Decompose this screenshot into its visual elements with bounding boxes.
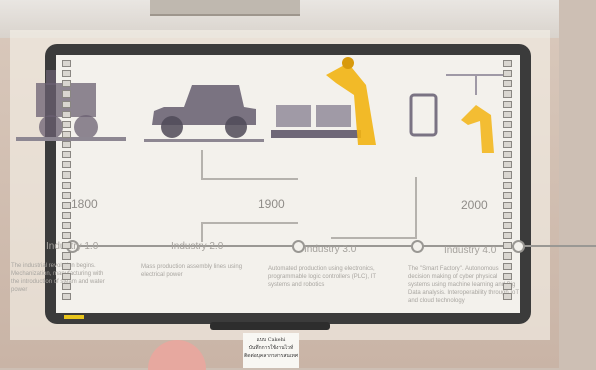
yellow-sticker xyxy=(64,315,84,319)
tool-button[interactable] xyxy=(62,211,71,219)
tool-button[interactable] xyxy=(62,252,71,260)
tool-button[interactable] xyxy=(62,222,71,230)
tool-button[interactable] xyxy=(62,232,71,240)
year-label: 1800 xyxy=(71,197,98,211)
assembly-robot-illustration xyxy=(271,57,376,145)
stage-description: Mass production assembly lines using ele… xyxy=(141,264,243,278)
stage-description: The industrial revolution begins. Mechan… xyxy=(11,263,105,293)
tool-button[interactable] xyxy=(62,141,71,149)
tool-button[interactable] xyxy=(503,242,512,250)
tool-button[interactable] xyxy=(62,282,71,290)
pen-tray[interactable] xyxy=(210,322,330,330)
interactive-whiteboard[interactable]: 1800 1900 2000 Industry 1.0 Industry 2.0… xyxy=(11,55,596,313)
tool-button[interactable] xyxy=(503,90,512,98)
tool-button[interactable] xyxy=(503,120,512,128)
tool-button[interactable] xyxy=(503,181,512,189)
tool-button[interactable] xyxy=(503,80,512,88)
note-line: ติดต่อบุคลากรสารสนเทศ xyxy=(243,353,299,359)
tool-button[interactable] xyxy=(62,242,71,250)
timeline-axis xyxy=(66,245,596,247)
tool-button[interactable] xyxy=(503,232,512,240)
year-label: 1900 xyxy=(258,197,285,211)
tool-button[interactable] xyxy=(62,110,71,118)
timeline-branch xyxy=(331,177,417,239)
timeline-branch xyxy=(201,150,298,180)
tool-button[interactable] xyxy=(503,161,512,169)
tool-button[interactable] xyxy=(503,130,512,138)
tool-button[interactable] xyxy=(503,282,512,290)
tool-button[interactable] xyxy=(62,171,71,179)
stage-title: Industry 4.0 xyxy=(444,245,497,256)
tool-button[interactable] xyxy=(503,151,512,159)
year-label: 2000 xyxy=(461,198,488,212)
stage-description: The "Smart Factory". Autonomous decision… xyxy=(408,266,519,304)
vintage-car-illustration xyxy=(144,85,264,142)
tool-button[interactable] xyxy=(62,292,71,300)
left-tool-strip xyxy=(62,60,71,300)
tool-button[interactable] xyxy=(503,70,512,78)
tool-button[interactable] xyxy=(503,292,512,300)
tool-button[interactable] xyxy=(62,201,71,209)
tool-button[interactable] xyxy=(503,222,512,230)
note-line: แบบ Cakehi xyxy=(256,337,286,343)
tool-button[interactable] xyxy=(62,151,71,159)
tool-button[interactable] xyxy=(62,60,71,68)
tool-button[interactable] xyxy=(62,70,71,78)
tool-button[interactable] xyxy=(62,80,71,88)
tool-button[interactable] xyxy=(62,130,71,138)
tool-button[interactable] xyxy=(62,262,71,270)
tool-button[interactable] xyxy=(503,211,512,219)
tool-button[interactable] xyxy=(503,252,512,260)
timeline-node xyxy=(292,240,305,253)
stage-title: Industry 1.0 xyxy=(46,241,99,252)
tool-button[interactable] xyxy=(62,100,71,108)
timeline-branch xyxy=(201,222,298,242)
tool-button[interactable] xyxy=(503,171,512,179)
timeline-node xyxy=(411,240,424,253)
smart-factory-illustration xyxy=(409,74,506,153)
tool-button[interactable] xyxy=(503,201,512,209)
tool-button[interactable] xyxy=(62,120,71,128)
posted-note: แบบ Cakehi บันทึกการใช้งานไวท์ ติดต่อบุค… xyxy=(243,333,299,368)
stage-title: Industry 3.0 xyxy=(304,244,357,255)
tool-button[interactable] xyxy=(503,110,512,118)
stage-description: Automated production using electronics, … xyxy=(268,266,376,288)
tool-button[interactable] xyxy=(62,161,71,169)
tool-button[interactable] xyxy=(62,90,71,98)
tool-button[interactable] xyxy=(62,181,71,189)
tool-button[interactable] xyxy=(503,272,512,280)
tool-button[interactable] xyxy=(503,141,512,149)
tool-button[interactable] xyxy=(62,272,71,280)
tool-button[interactable] xyxy=(62,191,71,199)
ceiling-vent xyxy=(150,0,300,16)
tool-button[interactable] xyxy=(503,262,512,270)
steam-locomotive-illustration xyxy=(16,70,126,141)
timeline-node xyxy=(512,240,525,253)
stage-title: Industry 2.0 xyxy=(171,241,224,252)
tool-button[interactable] xyxy=(503,191,512,199)
tool-button[interactable] xyxy=(503,60,512,68)
tool-button[interactable] xyxy=(503,100,512,108)
right-tool-strip xyxy=(503,60,512,300)
note-line: บันทึกการใช้งานไวท์ xyxy=(248,345,294,351)
